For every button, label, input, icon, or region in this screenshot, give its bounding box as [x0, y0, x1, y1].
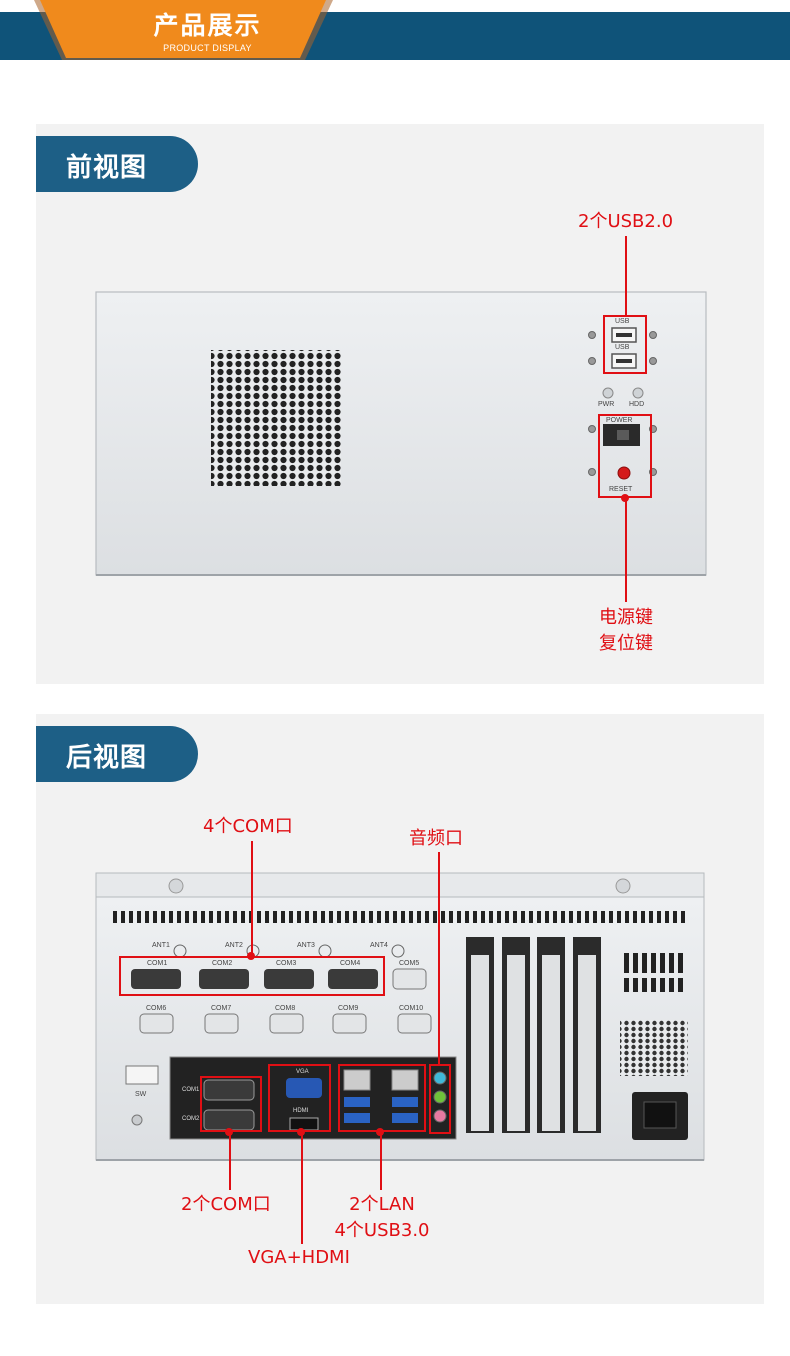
- reset-button-label: RESET: [609, 486, 633, 493]
- callout-power-line: [625, 498, 627, 602]
- lan-usb-highlight-box: [338, 1064, 426, 1132]
- callout-2-com-line: [229, 1132, 231, 1190]
- com7-row-label: COM7: [211, 1005, 232, 1012]
- callout-video-line: [301, 1132, 303, 1244]
- usb2-highlight-box: [603, 315, 647, 374]
- callout-power-line1: 电源键: [599, 607, 653, 628]
- io-com2-label: COM2: [182, 1116, 200, 1122]
- com3-row-label: COM3: [276, 960, 297, 967]
- rear-com-highlight-box: [200, 1076, 262, 1132]
- callout-power-line2: 复位键: [599, 633, 653, 654]
- com5-row-label: COM5: [399, 960, 420, 967]
- callout-4-com: 4个COM口: [203, 816, 293, 837]
- usb-label-top: USB: [615, 318, 630, 325]
- callout-audio: 音频口: [409, 828, 463, 849]
- callout-vga-hdmi: VGA+HDMI: [248, 1247, 350, 1268]
- callout-power-button: 电源键 复位键: [586, 605, 666, 657]
- header-banner: 产品展示 PRODUCT DISPLAY: [0, 0, 790, 60]
- front-vent-grille: [211, 350, 341, 486]
- ant2-label: ANT2: [225, 942, 243, 949]
- callout-2-com: 2个COM口: [181, 1194, 271, 1215]
- audio-highlight-box: [429, 1064, 451, 1134]
- com2-row-label: COM2: [212, 960, 233, 967]
- io-com1-label: COM1: [182, 1087, 200, 1093]
- page-title: 产品展示: [153, 11, 262, 40]
- com4-row-label: COM4: [340, 960, 361, 967]
- callout-lan-usb3: 2个LAN 4个USB3.0: [330, 1192, 434, 1244]
- hdd-led-label: HDD: [629, 401, 645, 408]
- com8-row-label: COM8: [275, 1005, 296, 1012]
- com9-row-label: COM9: [338, 1005, 359, 1012]
- callout-audio-line: [438, 852, 440, 1064]
- page-subtitle: PRODUCT DISPLAY: [163, 43, 252, 53]
- com-row-1-ports: [131, 968, 427, 990]
- front-view-tag: 前视图: [36, 136, 198, 192]
- com4-highlight-box: [119, 956, 385, 996]
- pwr-led-label: PWR: [598, 401, 615, 408]
- ant1-label: ANT1: [152, 942, 170, 949]
- header-tab-shape: [34, 0, 333, 60]
- rear-view-label: 后视图: [66, 743, 148, 773]
- callout-usb2: 2个USB2.0: [578, 211, 674, 232]
- rear-view-tag: 后视图: [36, 726, 198, 782]
- sw-label: SW: [135, 1091, 147, 1098]
- io-hdmi-label: HDMI: [293, 1108, 309, 1114]
- front-view-label: 前视图: [66, 153, 148, 183]
- callout-lan-line: [380, 1132, 382, 1190]
- com6-row-label: COM6: [146, 1005, 167, 1012]
- io-vga-label: VGA: [296, 1069, 309, 1075]
- com10-row-label: COM10: [399, 1005, 424, 1012]
- video-highlight-box: [268, 1064, 331, 1132]
- callout-lan-line2: 4个USB3.0: [334, 1220, 430, 1241]
- com1-row-label: COM1: [147, 960, 168, 967]
- usb-label-bottom: USB: [615, 344, 630, 351]
- callout-4-com-line: [251, 841, 253, 956]
- callout-lan-line1: 2个LAN: [349, 1194, 415, 1215]
- power-switch-label: POWER: [606, 417, 633, 424]
- callout-usb2-line: [625, 236, 627, 316]
- ant3-label: ANT3: [297, 942, 315, 949]
- ant4-label: ANT4: [370, 942, 388, 949]
